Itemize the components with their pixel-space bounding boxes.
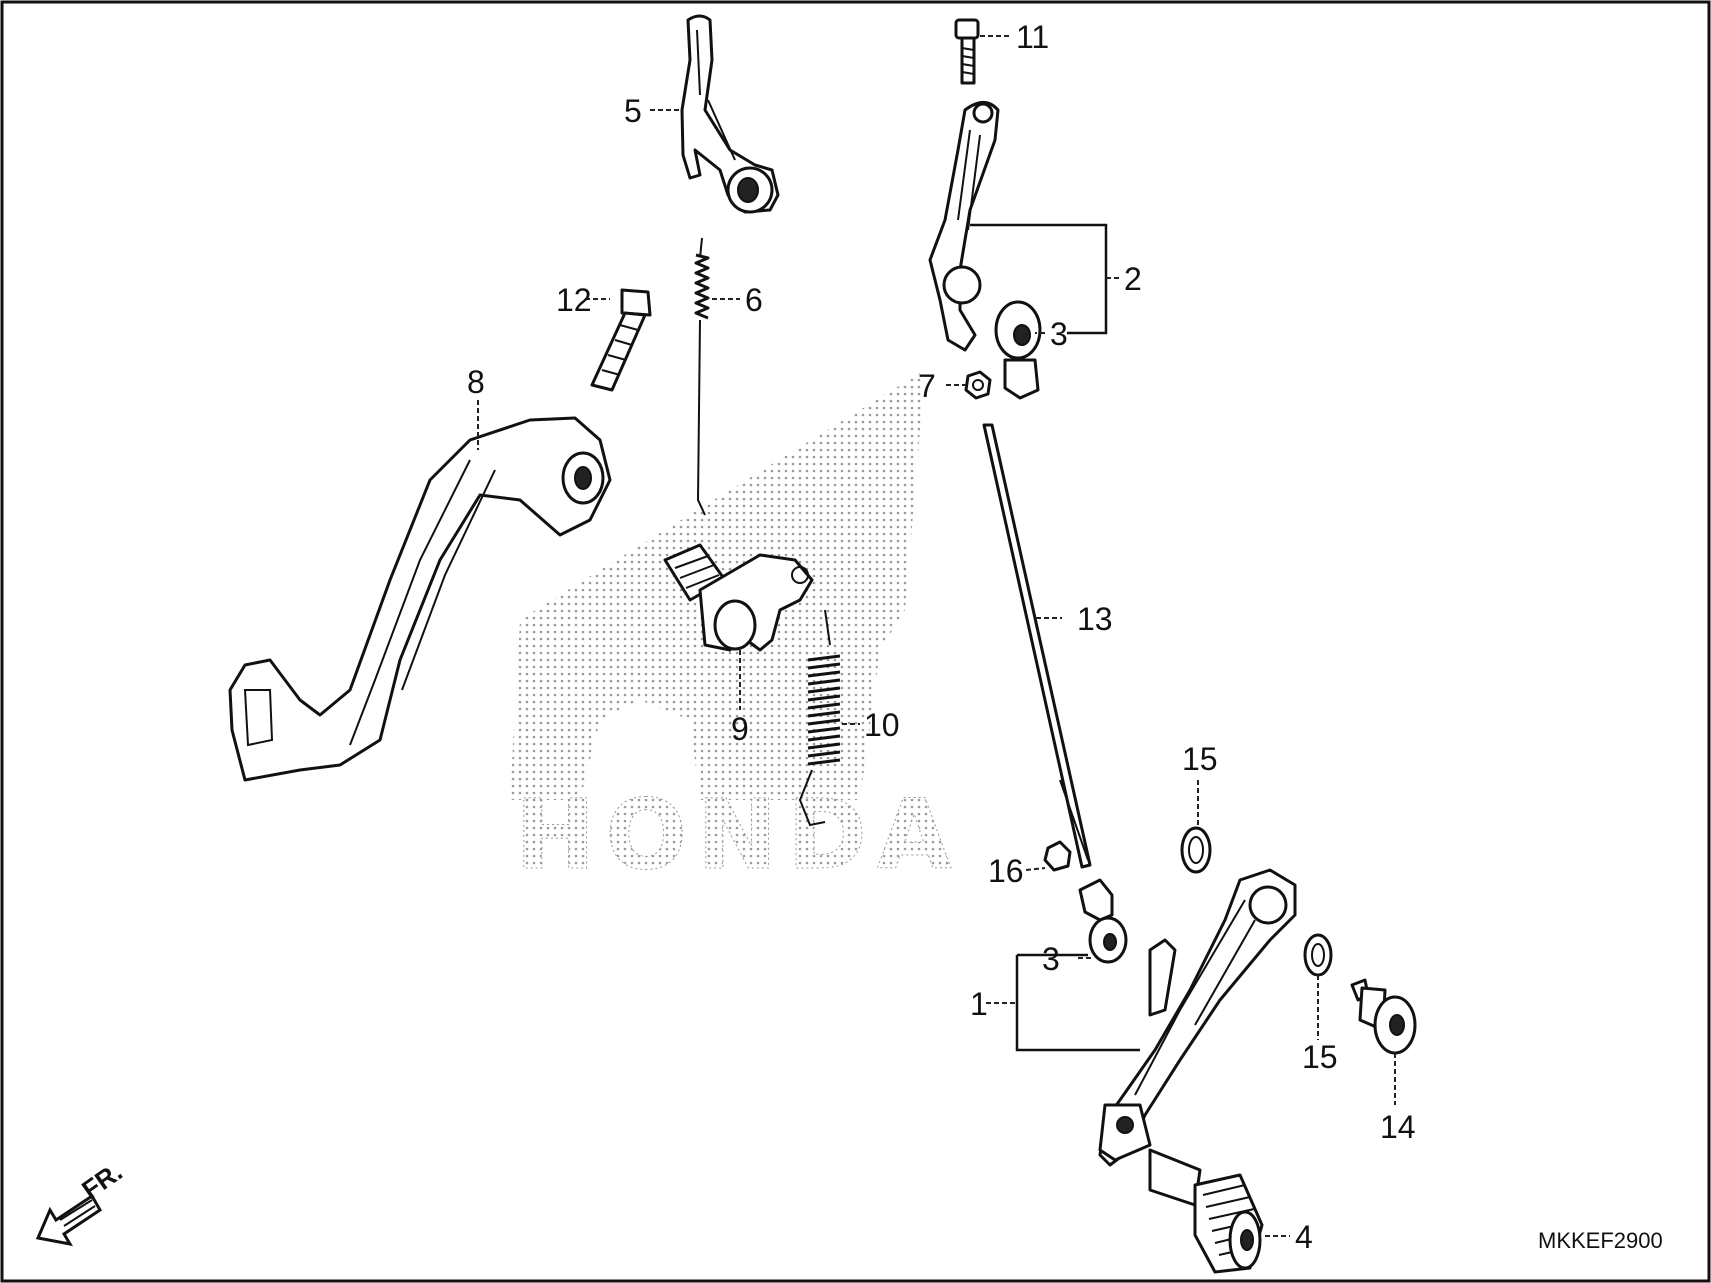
part-6-spring bbox=[694, 237, 710, 516]
part-2-shift-arm bbox=[928, 101, 1000, 352]
part-15-washer-lower bbox=[1303, 933, 1333, 977]
label-11: 11 bbox=[1016, 19, 1049, 55]
label-3-upper: 3 bbox=[1050, 316, 1068, 352]
watermark-text: HONDA bbox=[515, 779, 961, 891]
front-direction-arrow: FR. bbox=[35, 1156, 128, 1247]
part-14-pivot-bolt bbox=[1350, 978, 1417, 1055]
label-1: 1 bbox=[970, 986, 988, 1022]
label-8: 8 bbox=[467, 364, 485, 400]
part-4-pedal-rubber bbox=[1193, 1173, 1264, 1274]
part-13-shift-rod bbox=[982, 423, 1092, 869]
part-1-shift-pedal bbox=[1098, 868, 1297, 1207]
label-10: 10 bbox=[864, 707, 900, 743]
label-15-lower: 15 bbox=[1302, 1039, 1338, 1075]
part-16-nut bbox=[1043, 840, 1072, 872]
label-9: 9 bbox=[731, 711, 749, 747]
label-7: 7 bbox=[918, 368, 936, 404]
part-3-ball-joint-upper bbox=[994, 300, 1042, 400]
part-15-washer-upper bbox=[1180, 826, 1212, 874]
part-5-pedal-pivot bbox=[680, 14, 780, 214]
label-16: 16 bbox=[988, 853, 1024, 889]
part-3-ball-joint-lower bbox=[1078, 878, 1128, 964]
label-3-lower: 3 bbox=[1042, 941, 1060, 977]
part-12-bolt bbox=[590, 288, 652, 392]
front-label: FR. bbox=[76, 1156, 128, 1205]
honda-watermark: HONDA bbox=[510, 370, 961, 892]
label-2: 2 bbox=[1124, 261, 1142, 297]
label-12: 12 bbox=[556, 282, 592, 318]
label-14: 14 bbox=[1380, 1109, 1416, 1145]
part-9-pivot-shaft bbox=[663, 543, 814, 652]
label-13: 13 bbox=[1077, 601, 1113, 637]
label-5: 5 bbox=[624, 93, 642, 129]
label-6: 6 bbox=[745, 282, 763, 318]
callout-labels: 5 11 2 3 7 6 12 8 9 10 13 16 3 1 15 15 1… bbox=[467, 19, 1416, 1255]
part-11-bolt bbox=[954, 18, 980, 85]
label-4: 4 bbox=[1295, 1219, 1313, 1255]
diagram-code: MKKEF2900 bbox=[1538, 1228, 1663, 1253]
part-10-return-spring bbox=[798, 609, 841, 827]
part-8-brake-pedal bbox=[228, 416, 612, 782]
part-7-nut bbox=[964, 370, 992, 400]
label-15-upper: 15 bbox=[1182, 741, 1218, 777]
leader-lines bbox=[477, 35, 1396, 1237]
